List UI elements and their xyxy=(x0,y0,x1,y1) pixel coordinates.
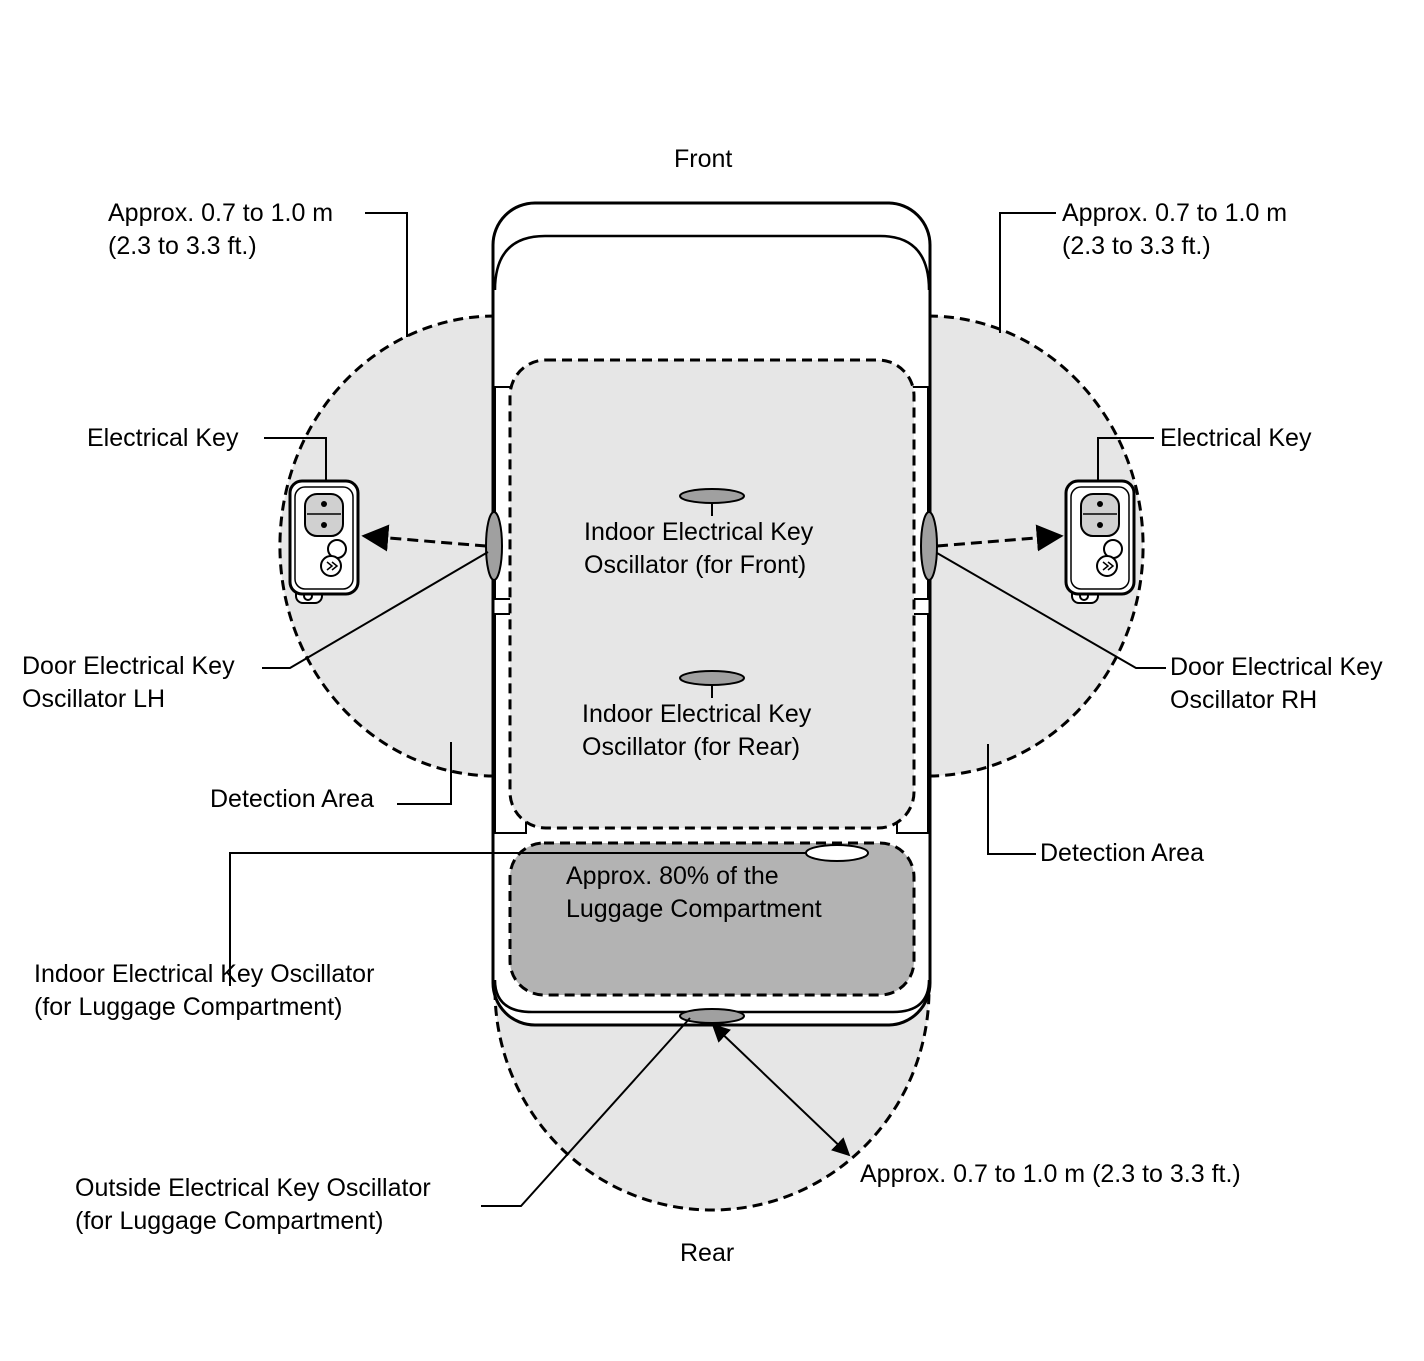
electrical-key-label-right: Electrical Key xyxy=(1160,424,1312,452)
detection-area-label-right: Detection Area xyxy=(1040,839,1204,867)
outside-luggage-line2: (for Luggage Compartment) xyxy=(75,1207,384,1235)
range-label-right: Approx. 0.7 to 1.0 m (2.3 to 3.3 ft.) xyxy=(1062,197,1287,263)
indoor-rear-line2: Oscillator (for Rear) xyxy=(582,733,801,761)
rear-label: Rear xyxy=(680,1239,735,1267)
detection-area-right xyxy=(926,314,1145,778)
indoor-rear-oscillator-label: Indoor Electrical Key Oscillator (for Re… xyxy=(582,698,811,764)
luggage-area-label: Approx. 80% of the Luggage Compartment xyxy=(566,860,822,926)
indoor-front-line1: Indoor Electrical Key xyxy=(584,518,814,546)
door-oscillator-lh-label: Door Electrical Key Oscillator LH xyxy=(22,650,235,716)
range-label-rear: Approx. 0.7 to 1.0 m (2.3 to 3.3 ft.) xyxy=(860,1160,1241,1188)
luggage-area-line1: Approx. 80% of the xyxy=(566,862,779,890)
leader-key-right xyxy=(1097,437,1154,481)
signal-arrow-left xyxy=(361,524,487,552)
door-oscillator-lh xyxy=(485,511,503,581)
door-rh-line2: Oscillator RH xyxy=(1170,686,1318,714)
leader-detection-right xyxy=(987,744,1036,855)
door-lh-line1: Door Electrical Key xyxy=(22,652,235,680)
front-label: Front xyxy=(674,145,733,173)
door-oscillator-rh-label: Door Electrical Key Oscillator RH xyxy=(1170,651,1383,717)
cabin-detection-area xyxy=(508,358,916,830)
electrical-key-label-left: Electrical Key xyxy=(87,424,239,452)
leader-lines xyxy=(229,212,1166,1207)
outside-luggage-line1: Outside Electrical Key Oscillator xyxy=(75,1174,431,1202)
indoor-luggage-line1: Indoor Electrical Key Oscillator xyxy=(34,960,375,988)
indoor-luggage-oscillator-label: Indoor Electrical Key Oscillator (for Lu… xyxy=(34,958,374,1024)
leader-key-left xyxy=(264,437,327,481)
door-rh-line1: Door Electrical Key xyxy=(1170,653,1383,681)
leader-indoor-luggage xyxy=(229,852,806,986)
indoor-rear-line1: Indoor Electrical Key xyxy=(582,700,812,728)
leader-outside-luggage xyxy=(481,1017,691,1207)
vehicle-hood-line xyxy=(493,234,931,291)
leader-door-lh xyxy=(262,551,489,669)
indoor-front-oscillator-label: Indoor Electrical Key Oscillator (for Fr… xyxy=(584,516,813,582)
door-lh-line2: Oscillator LH xyxy=(22,685,166,713)
indoor-front-oscillator xyxy=(679,488,745,504)
detection-area-label-left: Detection Area xyxy=(210,785,374,813)
luggage-detection-area xyxy=(508,841,916,997)
door-oscillator-rh xyxy=(920,511,938,581)
indoor-luggage-line2: (for Luggage Compartment) xyxy=(34,993,343,1021)
electrical-key-left-icon xyxy=(288,479,360,604)
leader-range-right xyxy=(999,212,1056,333)
range-left-line2: (2.3 to 3.3 ft.) xyxy=(108,232,257,260)
range-right-line1: Approx. 0.7 to 1.0 m xyxy=(1062,199,1288,227)
outside-luggage-oscillator-label: Outside Electrical Key Oscillator (for L… xyxy=(75,1172,431,1238)
outside-luggage-oscillator xyxy=(679,1008,745,1024)
indoor-rear-oscillator xyxy=(679,670,745,686)
indoor-luggage-oscillator xyxy=(805,844,869,862)
indoor-front-line2: Oscillator (for Front) xyxy=(584,551,807,579)
luggage-area-line2: Luggage Compartment xyxy=(566,895,822,923)
range-label-left: Approx. 0.7 to 1.0 m (2.3 to 3.3 ft.) xyxy=(108,197,333,263)
range-left-line1: Approx. 0.7 to 1.0 m xyxy=(108,199,334,227)
electrical-key-right-icon xyxy=(1064,479,1136,604)
range-right-line2: (2.3 to 3.3 ft.) xyxy=(1062,232,1211,260)
leader-detection-left xyxy=(397,742,452,805)
leader-range-left xyxy=(365,212,408,337)
rear-range-arrow xyxy=(711,1023,851,1157)
signal-arrow-right xyxy=(936,524,1064,552)
leader-door-rh xyxy=(936,552,1166,669)
